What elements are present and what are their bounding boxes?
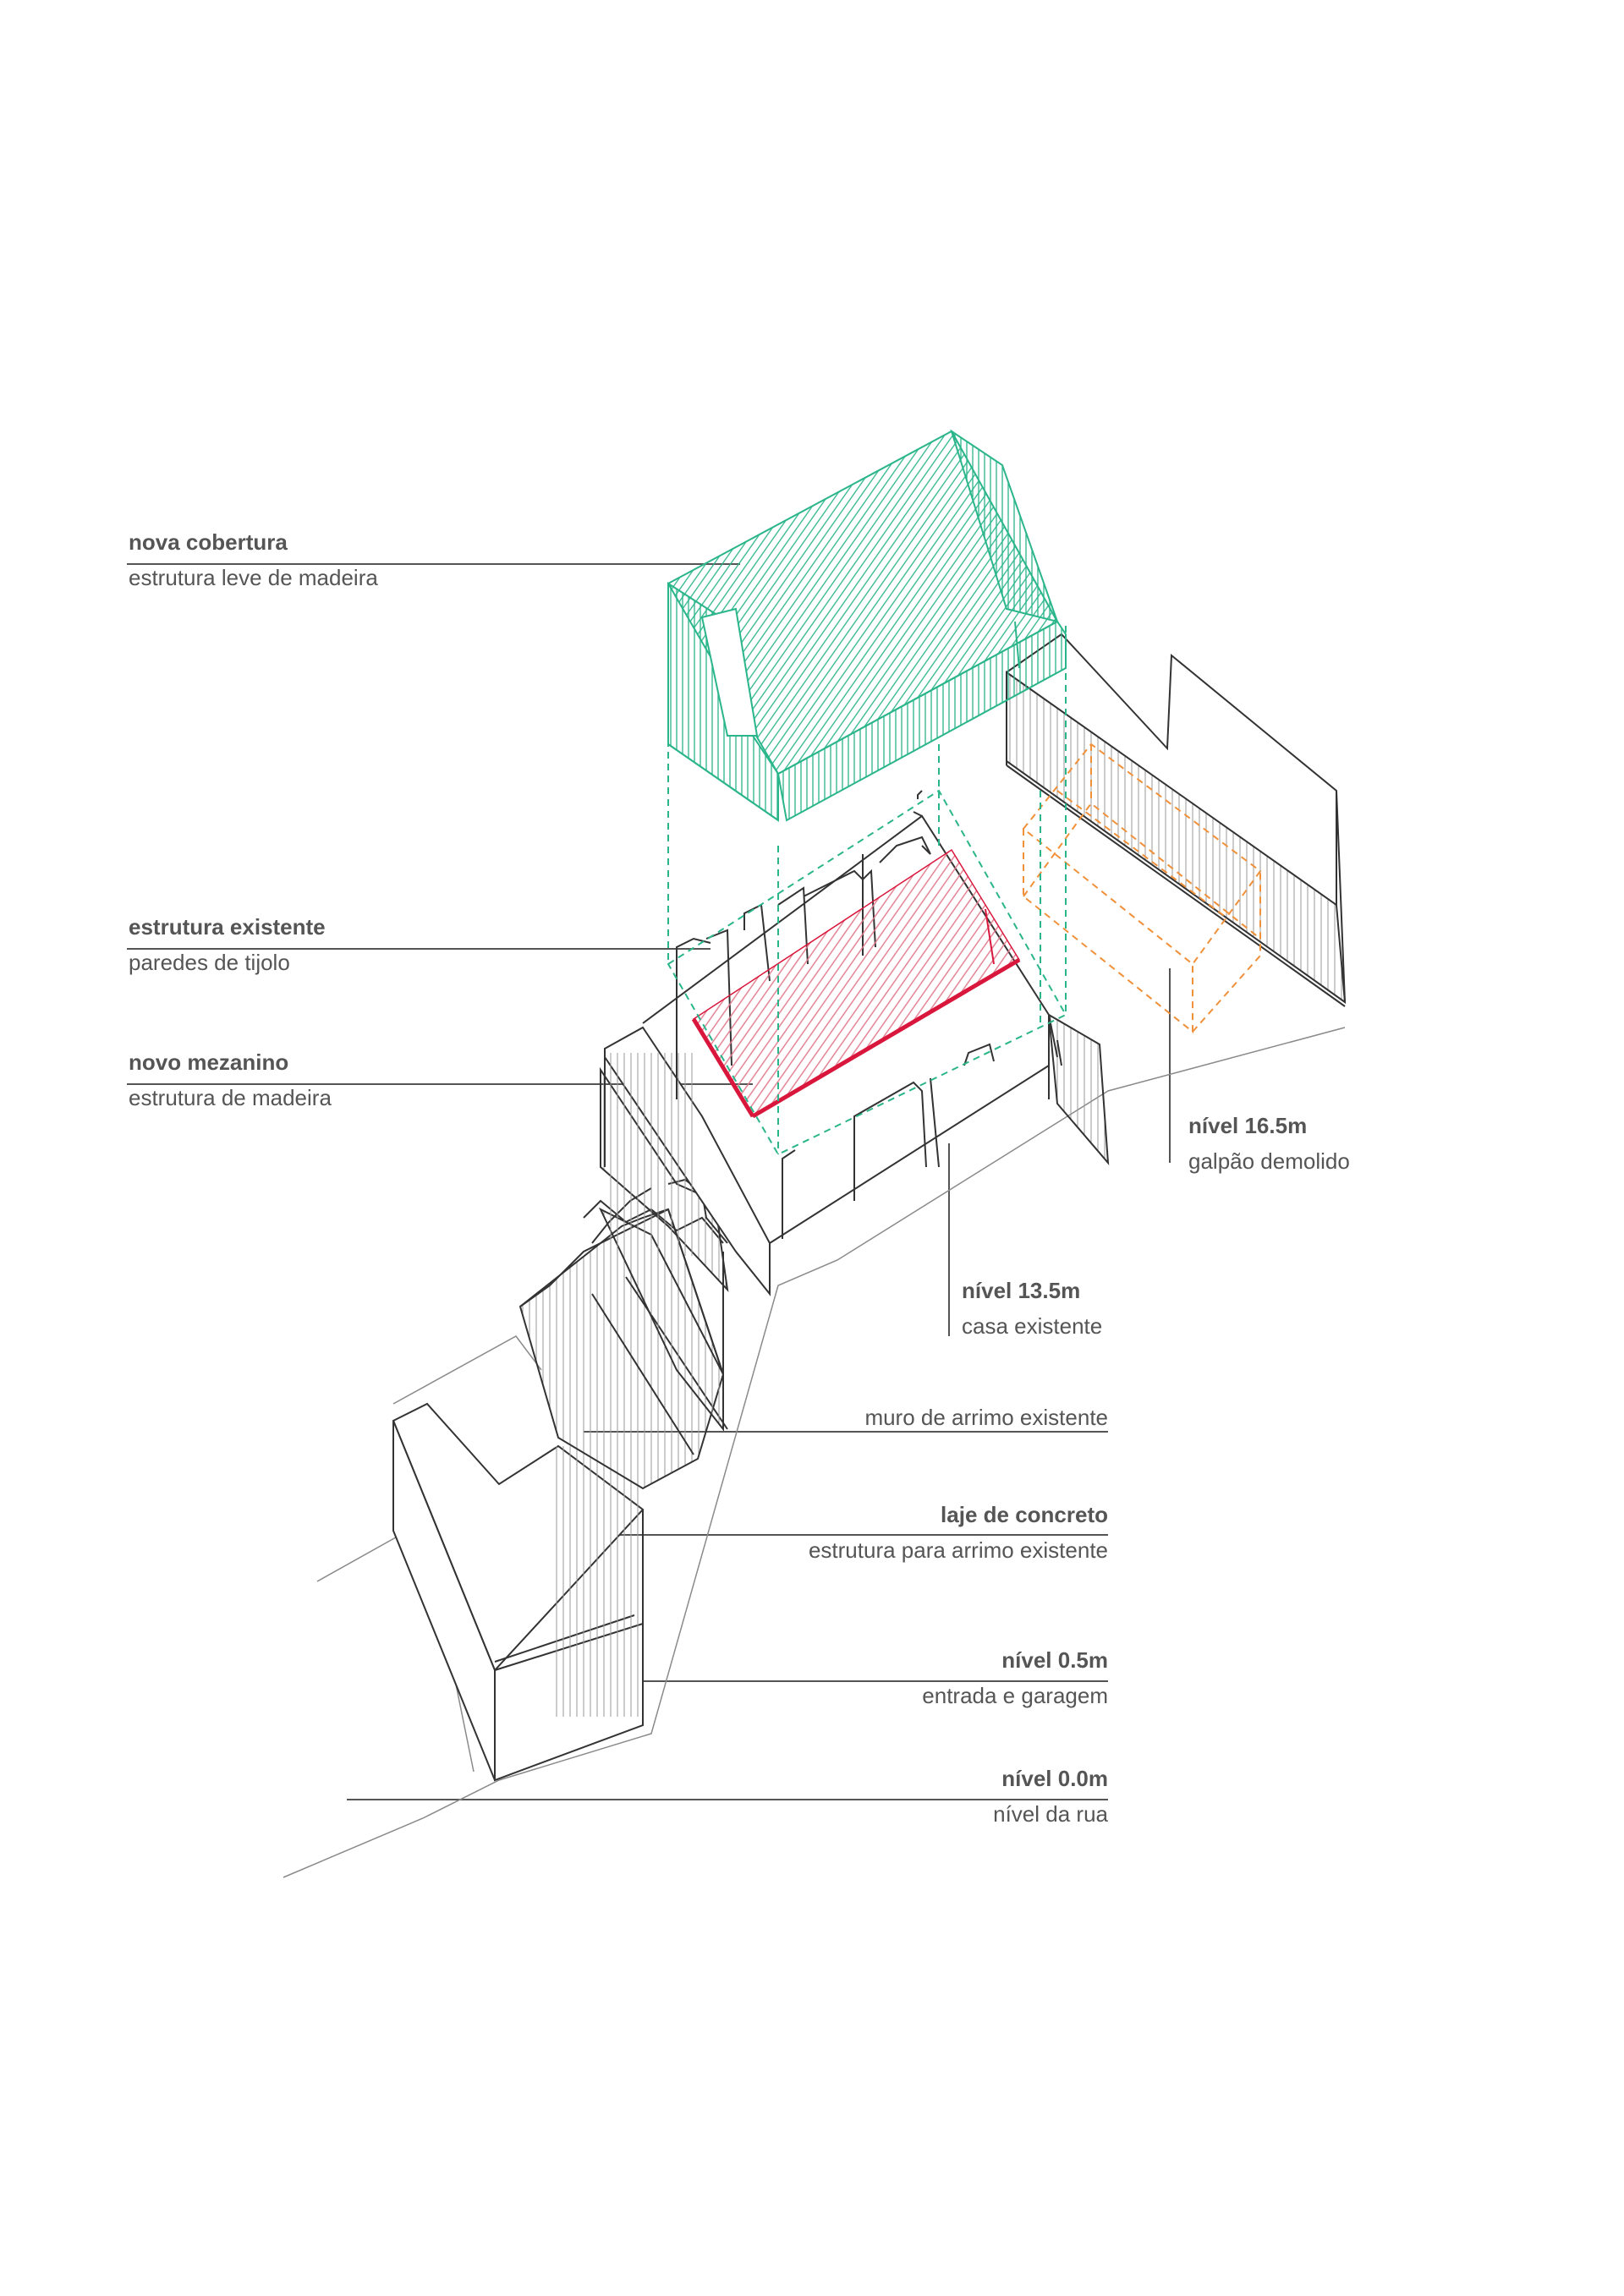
label-title: laje de concreto — [941, 1502, 1108, 1527]
label-nova-cobertura: nova cobertura estrutura leve de madeira — [129, 524, 378, 595]
label-subtitle: casa existente — [962, 1313, 1103, 1339]
label-title: nível 13.5m — [962, 1278, 1081, 1303]
label-title: estrutura existente — [129, 914, 326, 940]
new-roof — [667, 429, 1067, 822]
label-title: nível 0.0m — [1001, 1766, 1108, 1791]
label-nivel-16-5: nível 16.5m galpão demolido — [1188, 1108, 1350, 1179]
label-nivel-0-0: nível 0.0m nível da rua — [993, 1761, 1108, 1832]
label-title: nível 16.5m — [1188, 1113, 1308, 1138]
label-subtitle: galpão demolido — [1188, 1148, 1350, 1174]
label-title: novo mezanino — [129, 1049, 289, 1075]
label-estrutura-existente: estrutura existente paredes de tijolo — [129, 909, 326, 980]
label-nivel-13-5: nível 13.5m casa existente — [962, 1273, 1102, 1344]
existing-house — [604, 811, 1110, 1296]
label-subtitle: nível da rua — [993, 1801, 1108, 1827]
label-novo-mezanino: novo mezanino estrutura de madeira — [129, 1044, 332, 1115]
label-subtitle: entrada e garagem — [922, 1683, 1108, 1708]
roof-projection-lines — [667, 622, 1067, 1156]
label-muro-arrimo: muro de arrimo existente — [864, 1400, 1108, 1435]
label-subtitle: muro de arrimo existente — [864, 1405, 1108, 1430]
label-subtitle: estrutura para arrimo existente — [808, 1537, 1108, 1563]
new-mezzanine — [691, 848, 1021, 1119]
label-subtitle: paredes de tijolo — [129, 950, 290, 975]
label-title: nova cobertura — [129, 529, 288, 555]
shed-wall — [917, 633, 1347, 1007]
label-subtitle: estrutura de madeira — [129, 1085, 332, 1110]
label-laje-concreto: laje de concreto estrutura para arrimo e… — [809, 1497, 1108, 1568]
demolished-shed — [1022, 743, 1262, 1034]
label-title: nível 0.5m — [1001, 1647, 1108, 1673]
garage-block — [392, 1402, 645, 1782]
label-nivel-0-5: nível 0.5m entrada e garagem — [922, 1642, 1108, 1713]
label-subtitle: estrutura leve de madeira — [129, 565, 378, 590]
